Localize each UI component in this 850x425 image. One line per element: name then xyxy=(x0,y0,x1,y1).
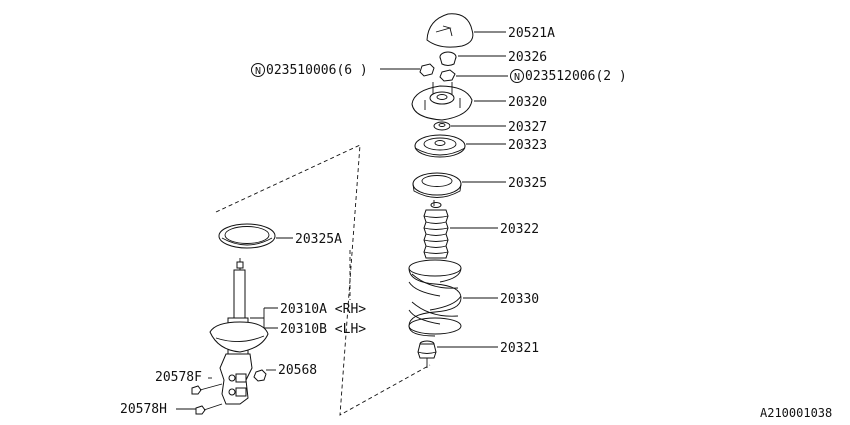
part-20321-bump-stop xyxy=(417,340,437,368)
part-20521a-cap xyxy=(426,13,474,48)
callout-20330: 20330 xyxy=(500,292,539,307)
callout-20327: 20327 xyxy=(508,120,547,135)
callout-20310a: 20310A <RH> xyxy=(280,302,366,317)
nut-marker-left: N xyxy=(251,63,265,77)
part-20310-strut xyxy=(209,258,269,405)
part-20327-washer xyxy=(433,121,451,131)
callout-20320: 20320 xyxy=(508,95,547,110)
callout-023510006: 023510006(6 ) xyxy=(266,63,368,78)
svg-text:N: N xyxy=(514,72,520,83)
callout-20321: 20321 xyxy=(500,341,539,356)
part-nut-023512006 xyxy=(439,69,456,82)
callout-20578h: 20578H xyxy=(120,402,167,417)
part-20325-rubber-seat xyxy=(412,172,462,198)
svg-text:N: N xyxy=(255,66,261,77)
part-20322-boot xyxy=(423,200,449,259)
callout-20326: 20326 xyxy=(508,50,547,65)
part-20325a-rubber-seat xyxy=(218,223,276,249)
callout-20325a: 20325A xyxy=(295,232,342,247)
part-20568-nut xyxy=(253,369,267,382)
part-20323-seat xyxy=(414,134,466,158)
callout-20322: 20322 xyxy=(500,222,539,237)
part-20320-mount xyxy=(411,82,473,121)
callout-023512006: 023512006(2 ) xyxy=(525,69,627,84)
part-nut-023510006 xyxy=(419,63,435,77)
part-20578f-bolt xyxy=(191,383,223,395)
callout-20323: 20323 xyxy=(508,138,547,153)
callout-20521a: 20521A xyxy=(508,26,555,41)
callout-20578f: 20578F xyxy=(155,370,202,385)
part-20326-cap xyxy=(439,51,457,66)
callout-20568: 20568 xyxy=(278,363,317,378)
part-20578h-bolt xyxy=(195,403,223,415)
callout-20325: 20325 xyxy=(508,176,547,191)
diagram-code: A210001038 xyxy=(760,406,832,420)
part-20330-spring xyxy=(408,259,462,337)
nut-marker-right: N xyxy=(510,69,524,83)
callout-20310b: 20310B <LH> xyxy=(280,322,366,337)
